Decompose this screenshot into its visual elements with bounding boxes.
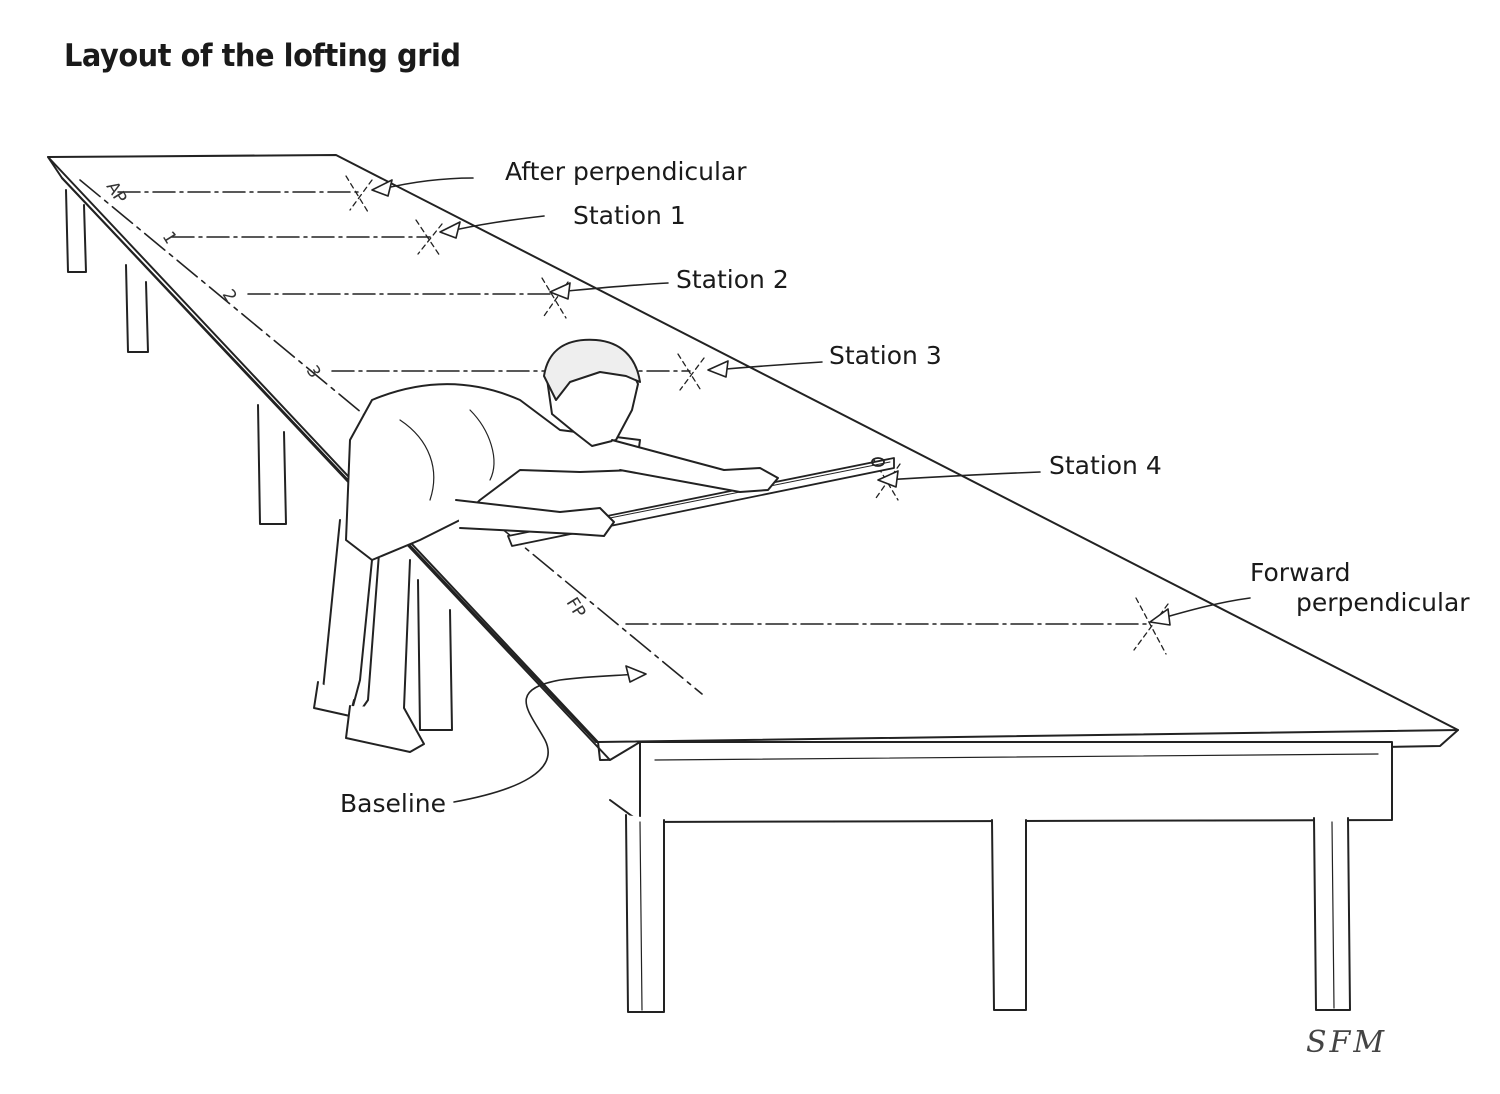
- label-baseline: Baseline: [340, 789, 446, 818]
- callout-leaders: [371, 177, 1251, 803]
- table-legs: [65, 189, 1351, 1013]
- artist-signature: SFM: [1306, 1025, 1387, 1060]
- label-after-perpendicular: After perpendicular: [505, 157, 747, 186]
- label-station-2: Station 2: [676, 265, 789, 294]
- label-station-3: Station 3: [829, 341, 942, 370]
- diagram-title: Layout of the lofting grid: [64, 38, 461, 74]
- label-forward-perpendicular-line1: Forward: [1250, 558, 1351, 587]
- callout-labels: After perpendicular Station 1 Station 2 …: [340, 157, 1470, 818]
- label-station-1: Station 1: [573, 201, 686, 230]
- label-forward-perpendicular-line2: perpendicular: [1296, 588, 1470, 617]
- table-apron: [609, 741, 1393, 823]
- draftsman-figure: [313, 338, 779, 753]
- label-station-4: Station 4: [1049, 451, 1162, 480]
